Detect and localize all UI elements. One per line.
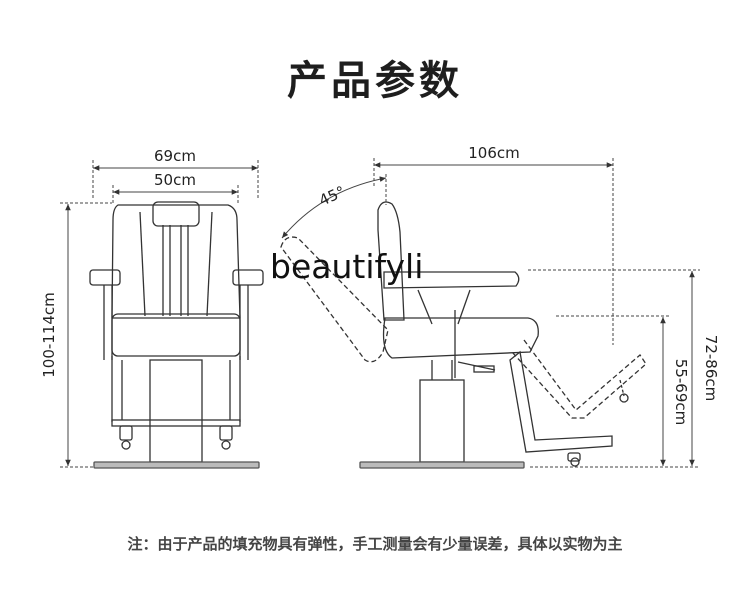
- watermark-text: beautifyli: [270, 247, 423, 286]
- side-dimension-lines: [373, 158, 700, 468]
- front-view-chair: [89, 201, 264, 469]
- side-view-chair: [280, 201, 647, 469]
- height-label: 100-114cm: [40, 292, 58, 378]
- seat-width-label: 50cm: [154, 171, 196, 189]
- overall-width-label: 69cm: [154, 147, 196, 165]
- length-label: 106cm: [468, 144, 520, 162]
- disclaimer-note: 注：由于产品的填充物具有弹性，手工测量会有少量误差，具体以实物为主: [127, 535, 623, 553]
- armrest-height-label: 72-86cm: [702, 335, 720, 401]
- seat-height-label: 55-69cm: [672, 359, 690, 425]
- angle-label: 45°: [316, 182, 348, 209]
- angle-indicator: [281, 174, 387, 239]
- front-dimension-lines: [60, 160, 259, 468]
- page-title: 产品参数: [287, 58, 463, 104]
